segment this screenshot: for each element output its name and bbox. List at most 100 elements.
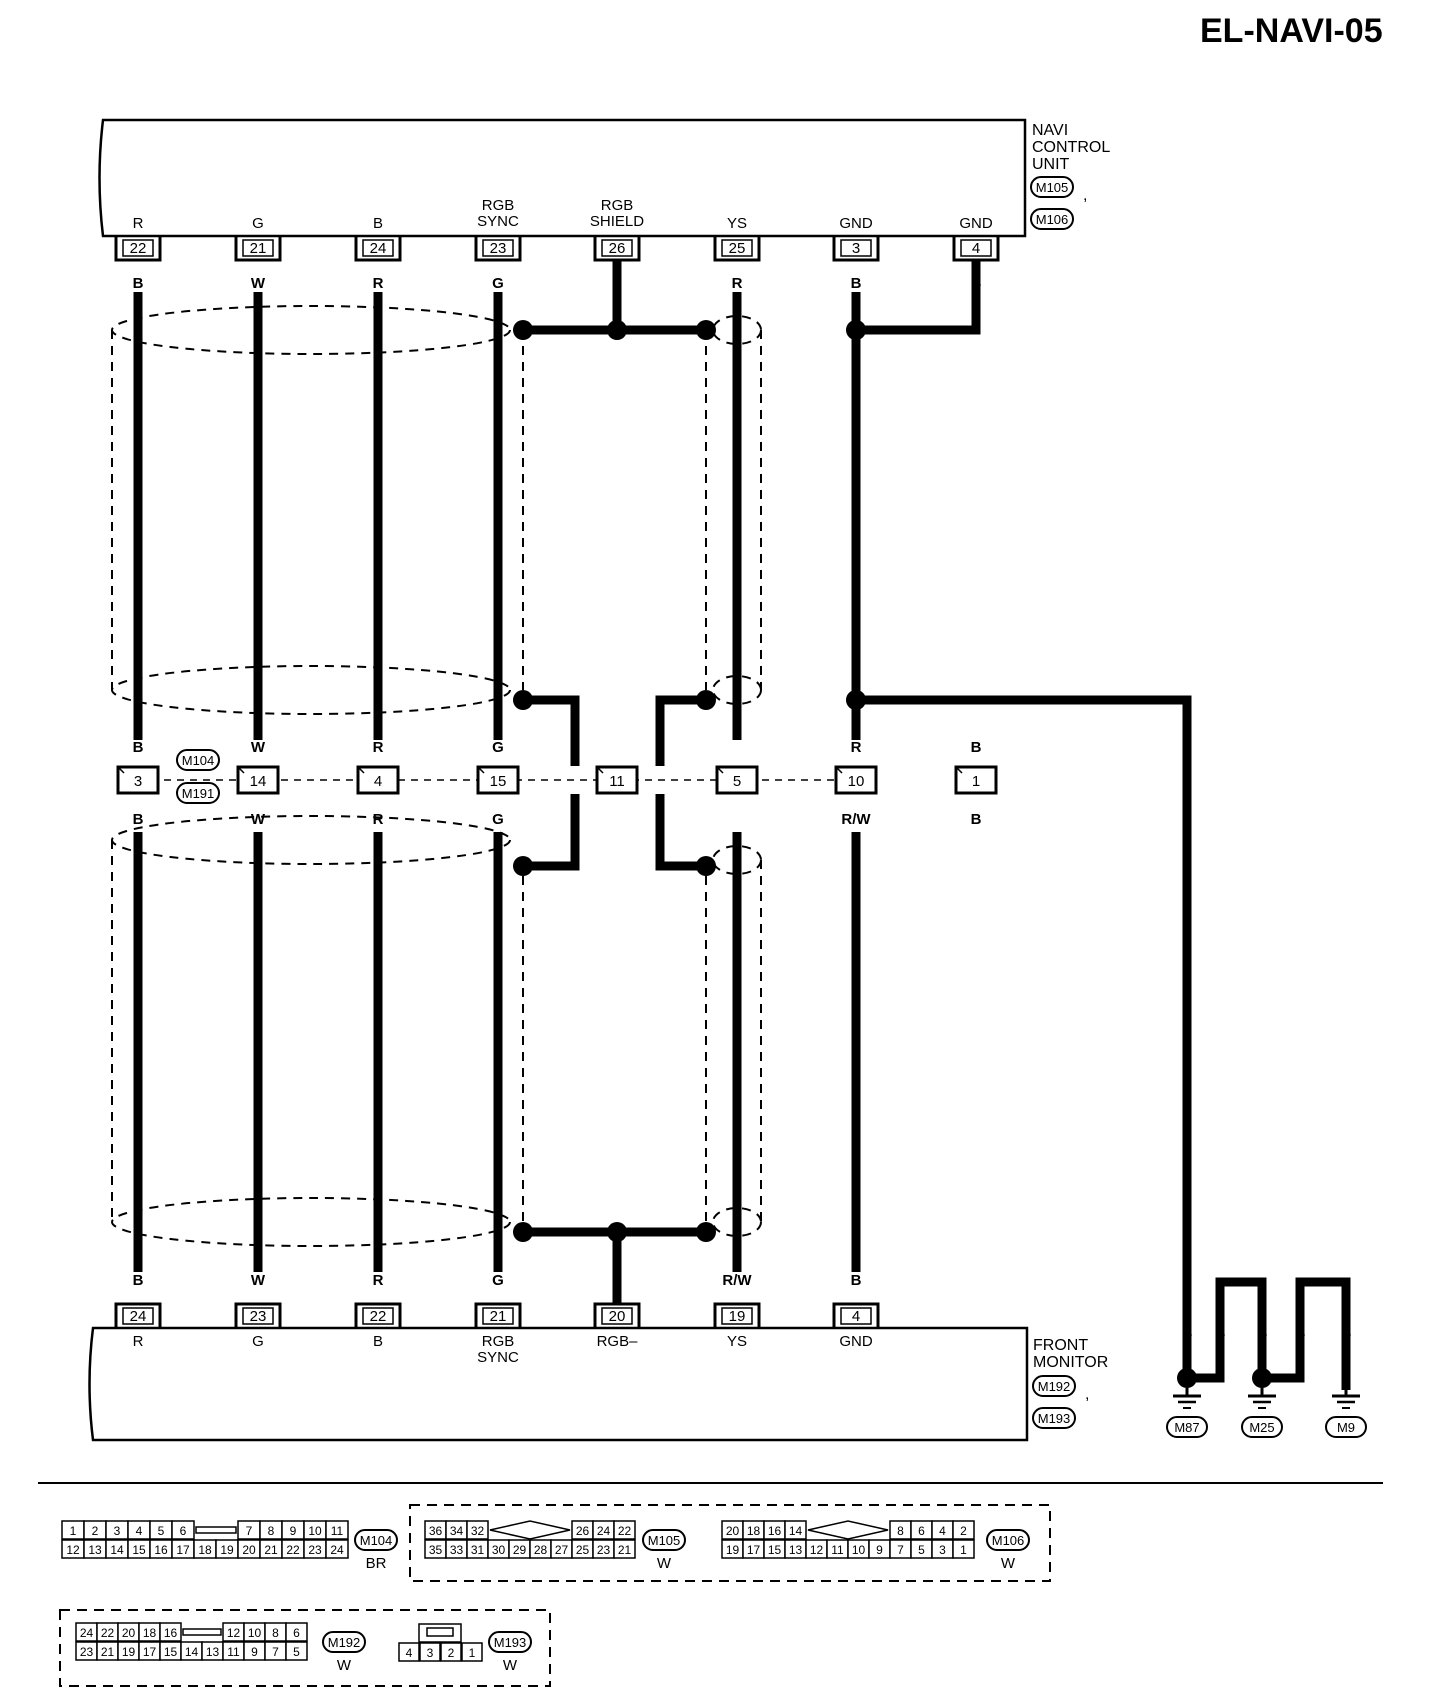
pin-number: 26 (576, 1524, 590, 1538)
tag-label: M104 (182, 753, 215, 768)
splice-dot (513, 856, 533, 876)
pin-number: 30 (492, 1543, 506, 1557)
pin-number: 21 (264, 1543, 278, 1557)
wire-color-label: W (251, 739, 266, 756)
joint-pin-15: 15 (476, 765, 520, 795)
pin-signal-label: YS (727, 215, 747, 232)
monitor-pin-23: 23 (234, 1302, 282, 1328)
tag-M9: M9 (1325, 1416, 1367, 1438)
tag-M192: M192 (322, 1631, 366, 1653)
pin-number: 22 (130, 240, 147, 257)
tag-M104: M104 (354, 1529, 398, 1551)
pin-number: 23 (80, 1645, 94, 1659)
ground-symbol-M87 (1173, 1388, 1201, 1409)
wire-color-label: B (971, 811, 982, 828)
pin-number: 1 (960, 1543, 967, 1557)
monitor-pin-4: 4 (832, 1302, 880, 1328)
pin-number: 10 (308, 1524, 322, 1538)
wire-color-label: R (851, 739, 862, 756)
monitor-pin-20: 20 (593, 1302, 641, 1328)
tag-label: M87 (1174, 1420, 1199, 1435)
pin-number: 35 (429, 1543, 443, 1557)
splice-dot (696, 1222, 716, 1242)
pin-number: 19 (122, 1645, 136, 1659)
pin-number: 3 (852, 240, 860, 257)
pin-number: 13 (206, 1645, 220, 1659)
pin-number: 10 (248, 1626, 262, 1640)
pin-number: 22 (370, 1308, 387, 1325)
tag-M192: M192 (1032, 1375, 1076, 1397)
wire-color-label: G (492, 811, 504, 828)
wire-color-label: W (251, 275, 266, 292)
splice-dot (513, 690, 533, 710)
pin-signal-label: R (133, 1333, 144, 1350)
pin-number: 19 (726, 1543, 740, 1557)
pin-number: 20 (609, 1308, 626, 1325)
pin-signal-label: B (373, 1333, 383, 1350)
pin-number: 24 (80, 1626, 94, 1640)
tag-M104: M104 (176, 749, 220, 771)
monitor-pin-21: 21 (474, 1302, 522, 1328)
pin-number: 9 (290, 1524, 297, 1538)
navi-pin-26: 26 (593, 236, 641, 262)
shield-outlines (111, 305, 762, 1247)
pin-number: 8 (268, 1524, 275, 1538)
shield-top-rgb (111, 305, 511, 715)
pin-number: 3 (939, 1543, 946, 1557)
navi-unit-name: CONTROL (1032, 139, 1110, 156)
navi-unit-name: UNIT (1032, 156, 1070, 173)
wire-ground-run (856, 695, 1192, 1378)
navi-unit-name: NAVI (1032, 122, 1068, 139)
tag-M105: M105 (1030, 176, 1074, 198)
pin-signal-label: SYNC (477, 1349, 519, 1366)
pin-signal-label: GND (839, 1333, 873, 1350)
pin-number: 8 (272, 1626, 279, 1640)
pin-number: 23 (250, 1308, 267, 1325)
ground-symbol-M9 (1332, 1388, 1360, 1409)
pin-number: 23 (490, 240, 507, 257)
wire-color-label: B (1257, 1325, 1268, 1342)
pin-signal-label: GND (839, 215, 873, 232)
pin-number: 14 (250, 773, 267, 790)
wire-drain-to-11 (523, 695, 580, 766)
monitor-pin-24: 24 (114, 1302, 162, 1328)
splice-dot (513, 1222, 533, 1242)
joint-pin-5: 5 (715, 765, 759, 795)
wire-color-label: B (851, 275, 862, 292)
tag-separator: , (1085, 1386, 1089, 1403)
pin-number: 22 (101, 1626, 115, 1640)
pin-number: 12 (66, 1543, 80, 1557)
tag-label: M106 (992, 1533, 1025, 1548)
pin-signal-label: R (133, 215, 144, 232)
pin-number: 24 (597, 1524, 611, 1538)
splice-dot (696, 856, 716, 876)
navi-control-unit: NAVICONTROLUNITM105,M106R22BG21WB24RRGBS… (98, 118, 1110, 292)
joint-pin-11: 11 (595, 765, 639, 795)
splice-dot (846, 690, 866, 710)
splice-dot (696, 320, 716, 340)
pin-number: 7 (272, 1645, 279, 1659)
pin-number: 10 (852, 1543, 866, 1557)
pin-number: 11 (227, 1645, 240, 1659)
pin-number: 20 (122, 1626, 136, 1640)
tag-label: M106 (1036, 212, 1069, 227)
tag-M105: M105 (642, 1529, 686, 1551)
pin-number: 27 (555, 1543, 569, 1557)
pin-number: 19 (220, 1543, 234, 1557)
tag-label: M192 (1038, 1379, 1071, 1394)
pin-number: 22 (618, 1524, 632, 1538)
pin-number: 9 (251, 1645, 258, 1659)
front-monitor-name: MONITOR (1033, 1354, 1108, 1371)
pin-number: 13 (88, 1543, 102, 1557)
wire-color-label: G (492, 739, 504, 756)
navi-pin-23: 23 (474, 236, 522, 262)
pin-number: 25 (576, 1543, 590, 1557)
splice-dot (1252, 1368, 1272, 1388)
pin-number: 4 (852, 1308, 860, 1325)
pin-number: 33 (450, 1543, 464, 1557)
pin-number: 6 (180, 1524, 187, 1538)
wire-color-label: B (133, 275, 144, 292)
